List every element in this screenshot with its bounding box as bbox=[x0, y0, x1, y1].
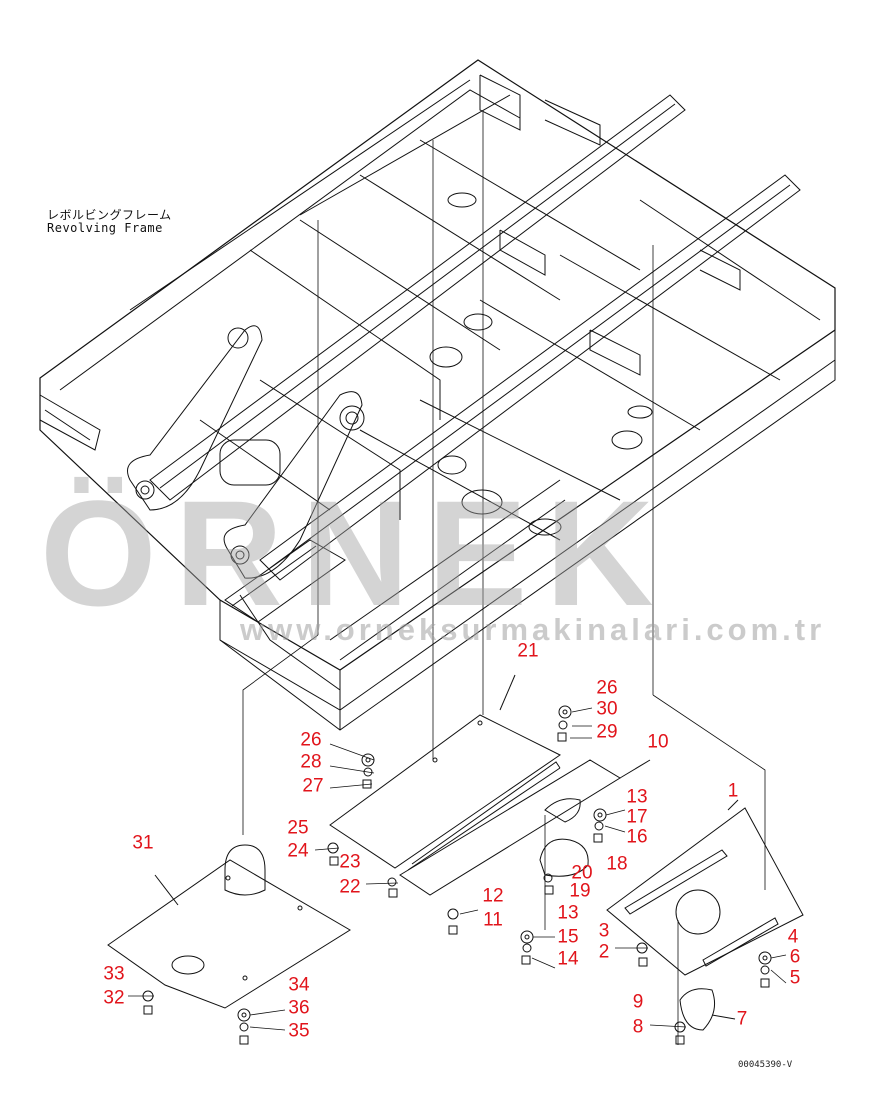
watermark-url: www.orneksurmakinalari.com.tr bbox=[240, 612, 826, 647]
callout-part-25: 25 bbox=[287, 817, 309, 839]
callout-part-5: 5 bbox=[789, 967, 801, 989]
callout-leaders bbox=[128, 707, 787, 1031]
callout-part-16: 16 bbox=[626, 826, 648, 848]
callout-part-26: 26 bbox=[300, 729, 322, 751]
callout-part-23: 23 bbox=[339, 851, 361, 873]
callout-part-29: 29 bbox=[596, 721, 618, 743]
callout-part-1: 1 bbox=[727, 780, 739, 802]
callout-part-19: 19 bbox=[569, 880, 591, 902]
callout-part-30: 30 bbox=[596, 698, 618, 720]
callout-part-7: 7 bbox=[736, 1008, 748, 1030]
callout-part-21: 21 bbox=[517, 640, 539, 662]
callout-part-15: 15 bbox=[557, 926, 579, 948]
callout-part-3: 3 bbox=[598, 920, 610, 942]
callout-part-26: 26 bbox=[596, 677, 618, 699]
callout-part-6: 6 bbox=[789, 946, 801, 968]
callout-part-13: 13 bbox=[557, 902, 579, 924]
callout-part-18: 18 bbox=[606, 853, 628, 875]
callout-part-22: 22 bbox=[339, 876, 361, 898]
callout-part-36: 36 bbox=[288, 997, 310, 1019]
cover-plate-1 bbox=[606, 799, 804, 976]
callout-part-20: 20 bbox=[571, 862, 593, 884]
callout-part-31: 31 bbox=[132, 832, 154, 854]
frame-label-english: Revolving Frame bbox=[47, 221, 163, 235]
cover-plate-31 bbox=[107, 844, 351, 1009]
cover-plate-20 bbox=[539, 798, 589, 877]
callout-part-35: 35 bbox=[288, 1020, 310, 1042]
callout-part-14: 14 bbox=[557, 948, 579, 970]
leader-lines bbox=[242, 110, 766, 1045]
callout-part-11: 11 bbox=[483, 909, 503, 931]
watermark-brand: ÖRNEK bbox=[40, 469, 672, 637]
callout-part-13: 13 bbox=[626, 786, 648, 808]
callout-part-32: 32 bbox=[103, 987, 125, 1009]
fasteners bbox=[142, 705, 772, 1045]
frame-label-japanese: レボルビングフレーム bbox=[47, 208, 172, 222]
drawing-code: 00045390-V bbox=[738, 1060, 793, 1070]
cover-plate-10 bbox=[399, 759, 651, 896]
cover-plate-21 bbox=[329, 674, 561, 869]
callout-part-17: 17 bbox=[626, 806, 648, 828]
callout-part-9: 9 bbox=[632, 991, 644, 1013]
callout-part-8: 8 bbox=[632, 1016, 644, 1038]
callout-part-2: 2 bbox=[598, 941, 610, 963]
callout-part-27: 27 bbox=[302, 775, 324, 797]
callout-part-24: 24 bbox=[287, 840, 309, 862]
callout-part-28: 28 bbox=[300, 751, 322, 773]
callout-part-34: 34 bbox=[288, 974, 310, 996]
revolving-frame bbox=[39, 59, 836, 731]
callout-part-12: 12 bbox=[482, 885, 504, 907]
callout-part-33: 33 bbox=[103, 963, 125, 985]
cover-plate-7 bbox=[679, 988, 736, 1031]
callout-part-4: 4 bbox=[787, 926, 799, 948]
callout-part-10: 10 bbox=[647, 731, 669, 753]
